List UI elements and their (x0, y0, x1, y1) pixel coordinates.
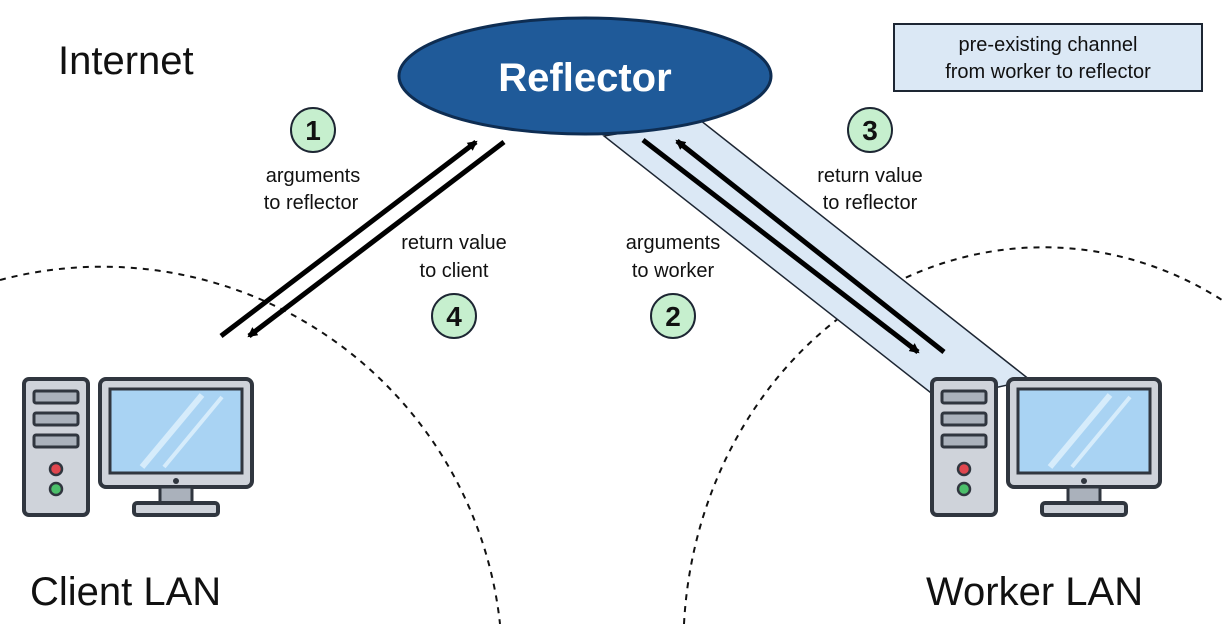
step-3-label-line-1: return value (817, 165, 923, 187)
step-3-badge (847, 107, 893, 153)
step-2-number: 2 (665, 301, 681, 332)
arrow-return-to-reflector (675, 139, 946, 354)
reflector-label: Reflector (498, 56, 671, 100)
note-line-1: pre-existing channel (959, 34, 1138, 56)
worker-lan-label: Worker LAN (926, 570, 1143, 614)
step-3-label-line-2: to reflector (823, 192, 918, 214)
step-4-label-line-2: to client (420, 260, 489, 282)
reflector-node (397, 16, 773, 136)
arrow-arguments-to-reflector (219, 140, 478, 338)
arrow-arguments-to-worker (641, 138, 920, 354)
internet-label: Internet (58, 39, 194, 83)
arrow-return-to-client (247, 140, 506, 338)
step-2-label-line-1: arguments (626, 232, 721, 254)
client-computer-icon (24, 379, 252, 515)
step-3-number: 3 (862, 115, 878, 146)
worker-computer-icon (932, 379, 1160, 515)
step-4-number: 4 (446, 301, 462, 332)
client-lan-label: Client LAN (30, 570, 221, 614)
note-line-2: from worker to reflector (945, 61, 1151, 83)
step-4-label-line-1: return value (401, 232, 507, 254)
step-1-label-line-1: arguments (266, 165, 361, 187)
step-2-badge (650, 293, 696, 339)
step-1-number: 1 (305, 115, 321, 146)
step-2-label-line-2: to worker (632, 260, 715, 282)
step-1-badge (290, 107, 336, 153)
note-box (893, 23, 1203, 92)
worker-lan-boundary (683, 246, 1222, 624)
step-4-badge (431, 293, 477, 339)
step-1-label-line-2: to reflector (264, 192, 359, 214)
